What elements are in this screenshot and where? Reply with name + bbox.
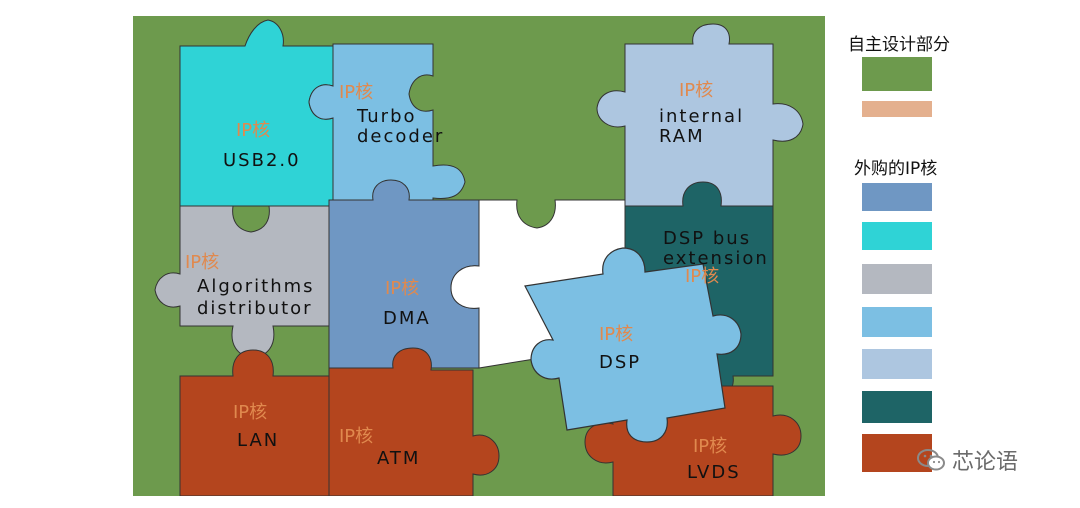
ram-ip-label: IP核 <box>679 80 713 101</box>
lvds-ip-label: IP核 <box>693 436 727 457</box>
alg-ip-label: IP核 <box>185 252 219 273</box>
swatch-cyan <box>862 222 932 250</box>
lvds-name: LVDS <box>687 462 741 483</box>
piece-usb <box>179 19 334 207</box>
dma-ip-label: IP核 <box>385 278 419 299</box>
dspbus-name-2: extension <box>663 248 769 269</box>
ram-name-1: internal <box>659 106 744 127</box>
dma-name: DMA <box>383 308 431 329</box>
dspbus-name-1: DSP bus <box>663 228 751 249</box>
turbo-name-2: decoder <box>357 126 444 147</box>
swatch-teal <box>862 391 932 423</box>
watermark-text: 芯论语 <box>952 450 1019 475</box>
piece-atm <box>328 347 500 496</box>
lan-ip-label: IP核 <box>233 402 267 423</box>
piece-ram <box>596 23 804 207</box>
swatch-pale-blue <box>862 349 932 379</box>
piece-lan <box>179 349 330 496</box>
legend-self-title: 自主设计部分 <box>848 35 950 55</box>
usb-ip-label: IP核 <box>236 120 270 141</box>
watermark: 芯论语 <box>916 444 1018 476</box>
turbo-ip-label: IP核 <box>339 82 373 103</box>
legend-bought-title: 外购的IP核 <box>854 159 938 179</box>
lan-name: LAN <box>237 430 279 451</box>
atm-name: ATM <box>377 448 420 469</box>
wechat-icon <box>917 449 945 471</box>
dsp-ip-label: IP核 <box>599 324 633 345</box>
alg-name-2: distributor <box>197 298 313 319</box>
swatch-self-peach <box>862 101 932 117</box>
dsp-name: DSP <box>599 352 641 373</box>
piece-turbo <box>308 43 466 201</box>
swatch-steel-blue <box>862 183 932 211</box>
piece-dsp <box>524 247 742 443</box>
dspbus-ip-label: IP核 <box>685 266 719 287</box>
atm-ip-label: IP核 <box>339 426 373 447</box>
turbo-name-1: Turbo <box>356 106 417 127</box>
swatch-gray <box>862 264 932 294</box>
swatch-sky-blue <box>862 307 932 337</box>
alg-name-1: Algorithms <box>197 276 315 297</box>
puzzle-board: IP核 USB2.0 IP核 Turbo decoder IP核 interna… <box>133 16 825 496</box>
swatch-self-green <box>862 57 932 91</box>
usb-name: USB2.0 <box>223 150 301 171</box>
ram-name-2: RAM <box>659 126 705 147</box>
